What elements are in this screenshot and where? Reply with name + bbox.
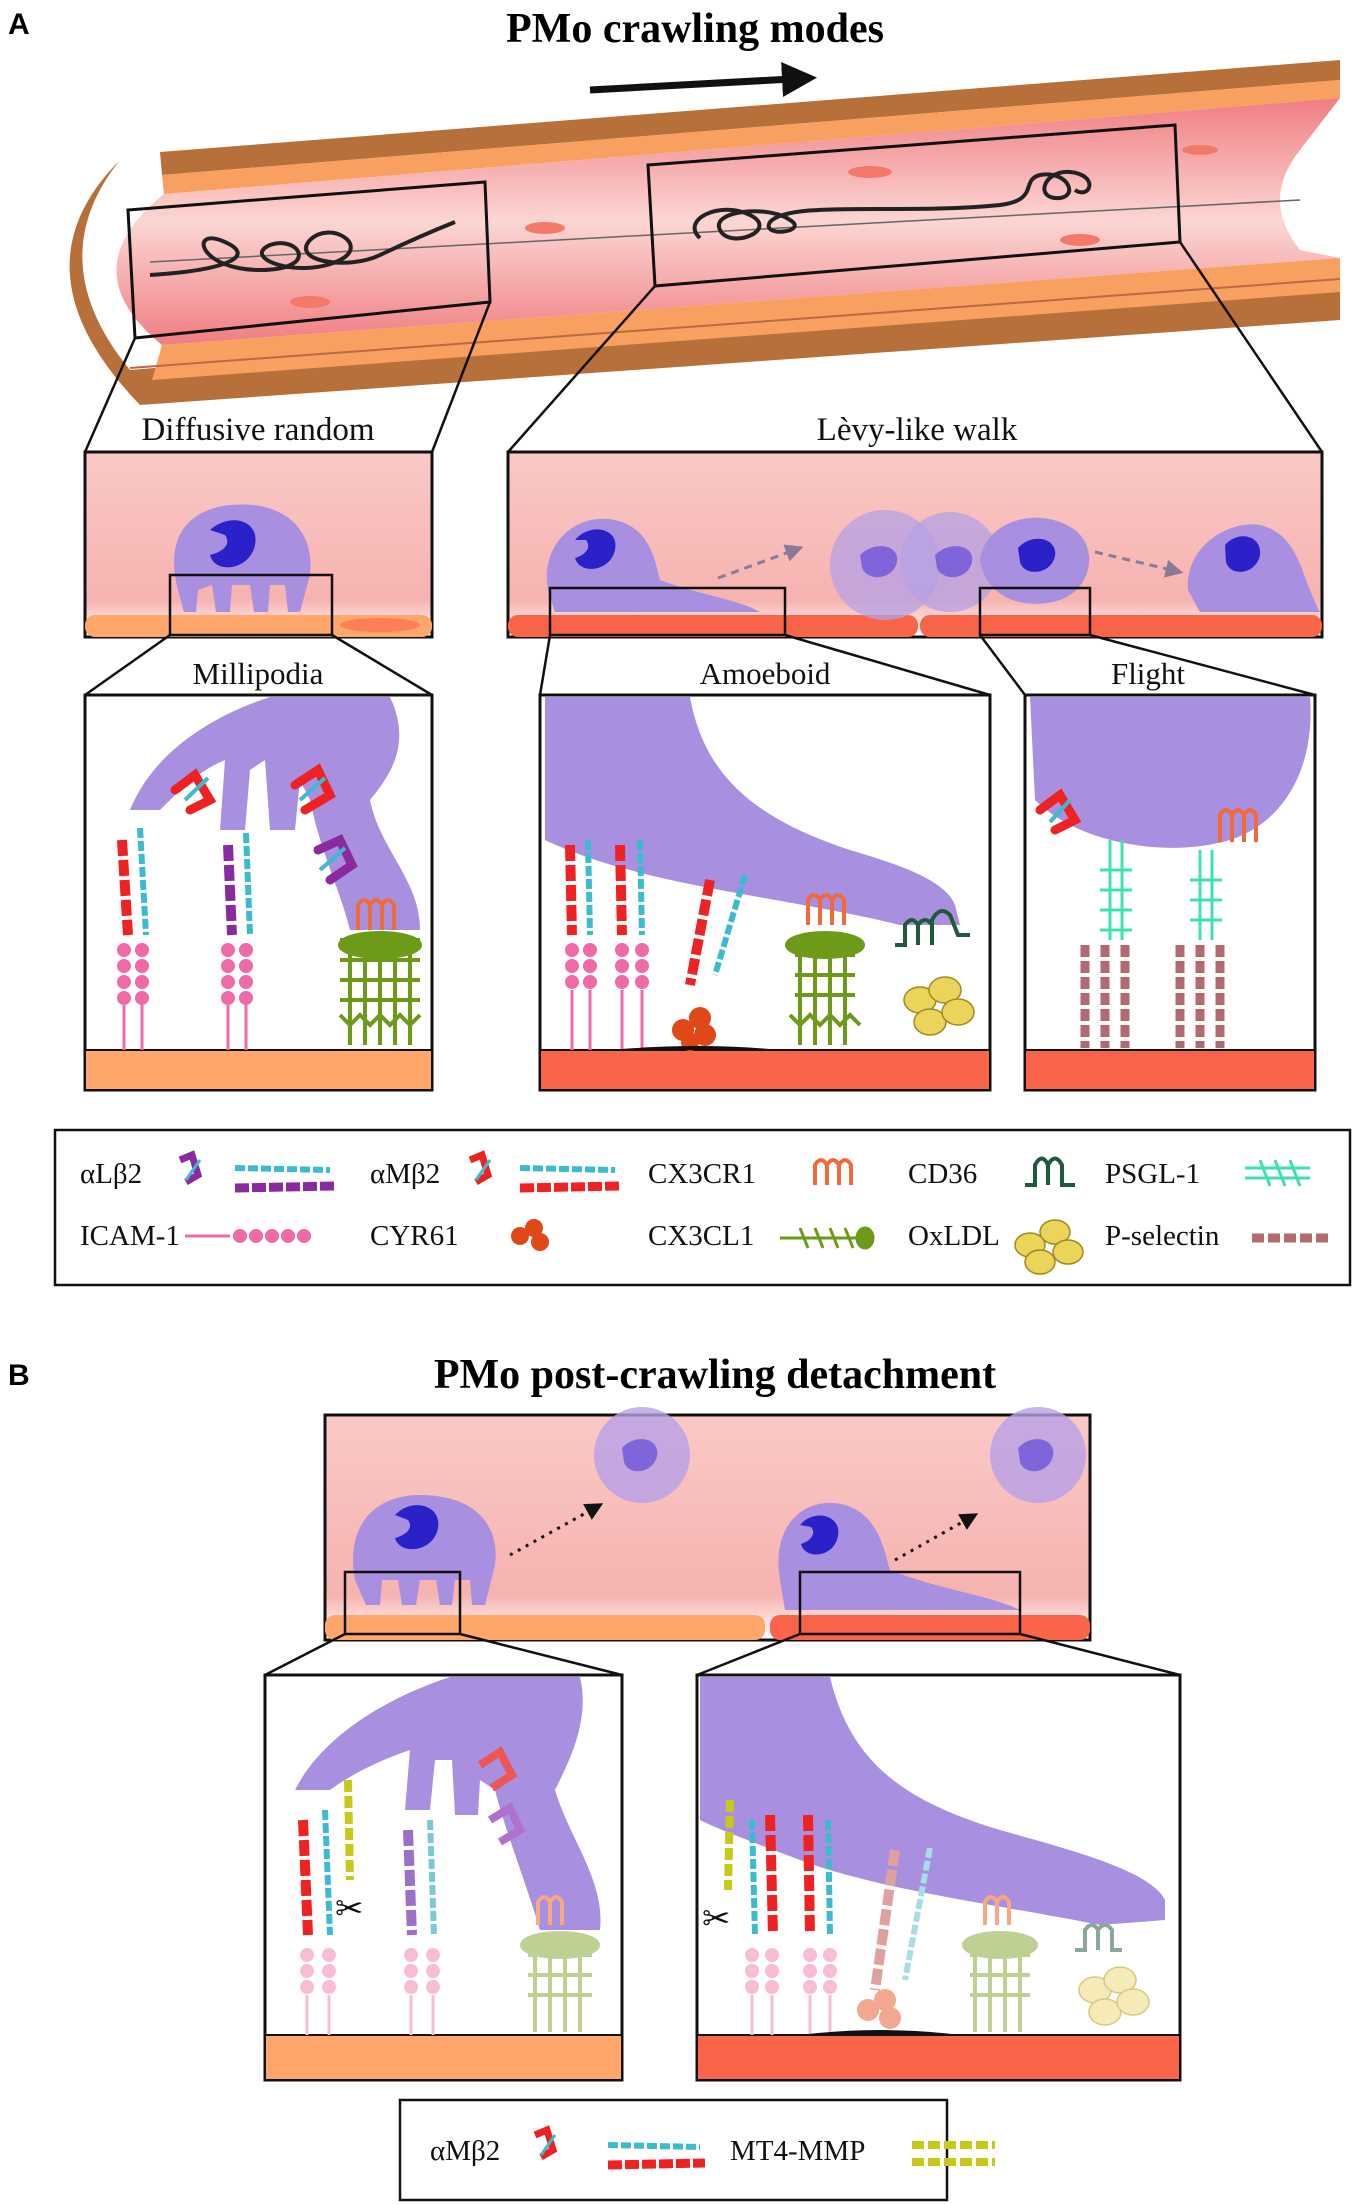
- nucleus: [575, 529, 616, 569]
- mode-label-diffusive: Diffusive random: [141, 412, 374, 448]
- legend-a: αLβ2 αMβ2 CX3CR1 CD36 PSGL-1 ICAM-1 CYR6…: [53, 1128, 1352, 1287]
- alpha-m-beta2-integrin-icon: [533, 2125, 706, 2170]
- alpha-l-beta2-integrin-icon: [178, 1150, 336, 1193]
- legend-a-label-4: PSGL-1: [1105, 1158, 1200, 1190]
- detach-amoeboid-window: [798, 1570, 1022, 1636]
- subpanel-label-amoeboid: Amoeboid: [700, 656, 831, 691]
- legend-a-label-9: P-selectin: [1105, 1220, 1220, 1252]
- legend-a-label-3: CD36: [908, 1158, 977, 1190]
- diffusive-zoom-lines: [83, 301, 492, 453]
- panel-a-letter: A: [8, 8, 30, 41]
- subpanel-label-flight: Flight: [1111, 656, 1185, 691]
- nucleus: [395, 1505, 439, 1550]
- nucleus: [622, 1439, 658, 1472]
- psgl1-molecules: [1100, 840, 1222, 940]
- mt4-mmp-molecule: [344, 1779, 354, 1881]
- panel-a-title: PMo crawling modes: [506, 6, 884, 52]
- oxldl-icon: [1014, 1219, 1084, 1275]
- nucleus: [1018, 1439, 1054, 1472]
- legend-a-label-5: ICAM-1: [80, 1220, 180, 1252]
- mt4-mmp-molecule: [724, 1799, 734, 1891]
- integrin-alpha-l-beta2-extended: [223, 832, 253, 936]
- scissors-icon: ✂: [335, 1891, 364, 1928]
- nucleus: [800, 1515, 839, 1555]
- cx3cr1-receptor: [356, 898, 396, 930]
- levy-zoom-lines: [507, 241, 1324, 453]
- integrin-alpha-m-beta2-bent: [290, 763, 336, 815]
- nucleus: [860, 546, 898, 578]
- cyr61-molecule: [672, 1007, 716, 1051]
- detach-zoom-lines: [264, 1632, 1181, 1677]
- legend-a-label-2: CX3CR1: [648, 1158, 756, 1190]
- nucleus: [210, 520, 256, 568]
- detachment-overview-box: [323, 1407, 1092, 1642]
- legend-a-label-1: αMβ2: [370, 1158, 440, 1190]
- blood-vessel: [69, 60, 1341, 405]
- cyr61-icon: [511, 1219, 549, 1251]
- legend-b-label-0: αMβ2: [430, 2135, 500, 2167]
- oxldl-particles: [903, 976, 975, 1036]
- nucleus: [935, 546, 973, 578]
- scissors-icon: ✂: [702, 1901, 731, 1938]
- cd36-receptor: [895, 909, 970, 947]
- icam1-molecules: [117, 943, 253, 1005]
- millipodia-detail: [83, 693, 434, 1092]
- cx3cr1-receptor-icon: [813, 1158, 853, 1185]
- diffusive-random-box: [83, 450, 434, 639]
- nucleus: [1225, 536, 1261, 572]
- integrin-alpha-m-beta2-bent: [170, 768, 217, 815]
- flight-zoom-window: [978, 586, 1092, 637]
- mt4-mmp-icon: [912, 2141, 995, 2166]
- diffusive-track: [149, 220, 456, 277]
- detach-millipodia-window: [343, 1570, 462, 1636]
- integrin-alpha-m-beta2-extended: [117, 827, 149, 936]
- psgl1-icon: [1245, 1159, 1310, 1187]
- legend-a-label-6: CYR61: [370, 1220, 459, 1252]
- cx3cr1-receptor: [1218, 808, 1258, 842]
- amoeboid-zoom-window: [548, 586, 787, 637]
- flow-direction-arrow: [589, 62, 817, 97]
- levy-walk-box: [506, 450, 1324, 639]
- subpanel-label-millipodia: Millipodia: [193, 656, 324, 691]
- millipodia-zoom-window: [168, 573, 334, 637]
- legend-a-label-8: OxLDL: [908, 1220, 1000, 1252]
- panel-b-title: PMo post-crawling detachment: [434, 1352, 996, 1398]
- levy-track: [692, 169, 1092, 241]
- detach-amoeboid-detail: ✂: [695, 1673, 1182, 2082]
- alpha-m-beta2-integrin-icon: [468, 1150, 621, 1193]
- cx3cl1-ligand: [338, 931, 422, 1045]
- legend-a-label-0: αLβ2: [80, 1158, 142, 1190]
- nucleus: [1018, 538, 1056, 572]
- detach-millipodia-detail: ✂: [263, 1673, 624, 2082]
- subpanel-zoom-lines: [84, 633, 1316, 697]
- mode-label-levy: Lèvy-like walk: [817, 412, 1018, 448]
- cx3cr1-receptor: [806, 893, 846, 925]
- icam1-icon: [185, 1229, 311, 1243]
- amoeboid-detail: [538, 693, 992, 1092]
- legend-b-label-1: MT4-MMP: [730, 2135, 865, 2167]
- integrin-alpha-l-beta2-bent: [313, 834, 358, 885]
- cd36-receptor-icon: [1025, 1156, 1075, 1187]
- panel-b-letter: B: [8, 1359, 30, 1392]
- flight-detail: [1023, 693, 1317, 1092]
- legend-b: αMβ2 MT4-MMP: [398, 2098, 995, 2202]
- p-selectin-molecules: [1080, 945, 1225, 1048]
- cx3cl1-icon: [780, 1226, 875, 1250]
- legend-a-label-7: CX3CL1: [648, 1220, 754, 1252]
